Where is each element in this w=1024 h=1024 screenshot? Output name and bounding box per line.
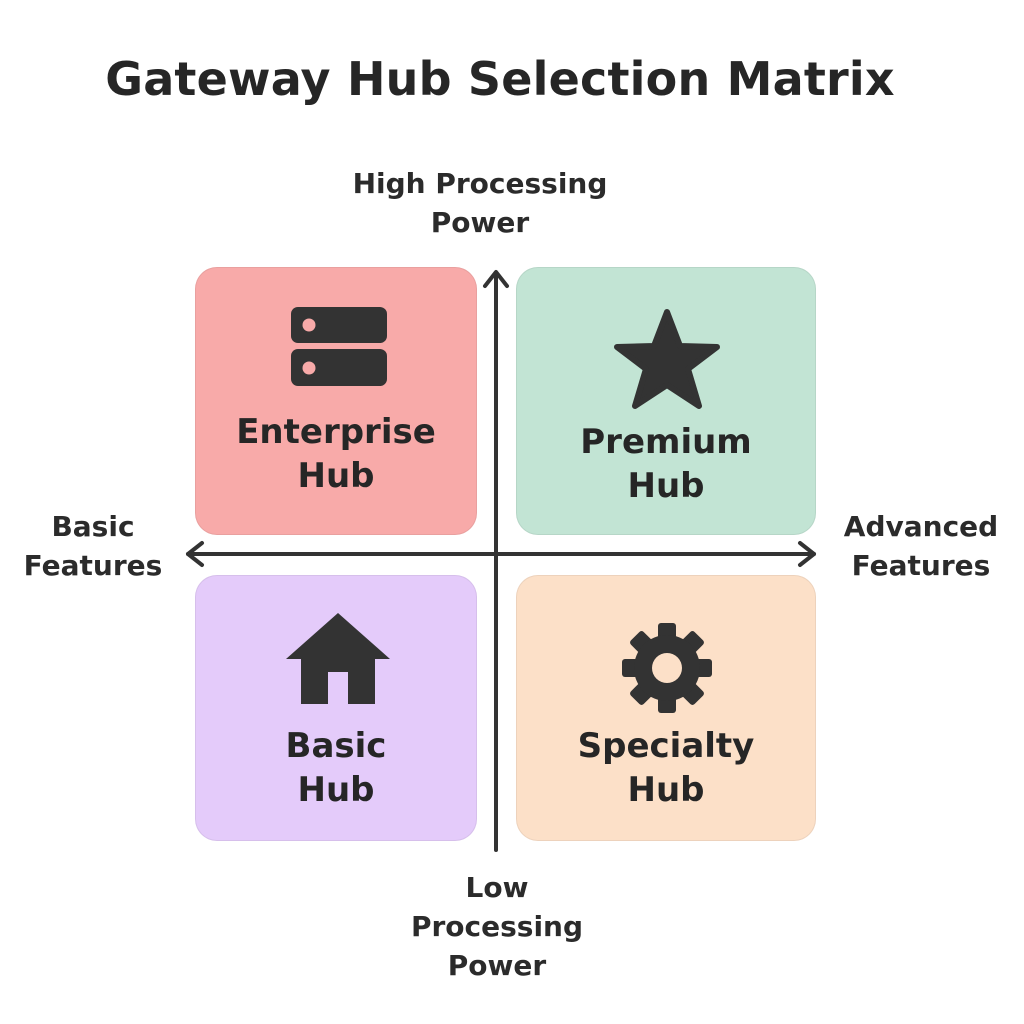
quadrant-enterprise-hub: Enterprise Hub <box>195 267 477 535</box>
x-axis-right-label: Advanced Features <box>836 507 1006 585</box>
y-axis-bottom-label-line: Low <box>465 871 529 904</box>
quadrant-label-line: Basic <box>285 726 387 766</box>
server-icon <box>291 307 387 386</box>
y-axis-top-label: High Processing Power <box>330 164 630 242</box>
diagram-title: Gateway Hub Selection Matrix <box>105 52 895 106</box>
x-axis-right-label-line: Advanced <box>843 510 999 543</box>
quadrant-label: Premium Hub <box>517 420 815 508</box>
y-axis-bottom-label: Low Processing Power <box>347 868 647 985</box>
star-icon <box>614 309 720 409</box>
quadrant-label-line: Specialty <box>577 726 755 766</box>
x-axis-left-label: Basic Features <box>10 507 176 585</box>
gear-icon <box>622 623 712 713</box>
x-axis-left-label-line: Basic <box>51 510 135 543</box>
up-arrow-icon <box>483 270 509 288</box>
y-axis-bottom-label-line: Power <box>447 949 547 982</box>
right-arrow-icon <box>798 541 816 567</box>
quadrant-label: Specialty Hub <box>517 724 815 812</box>
x-axis-left-label-line: Features <box>23 549 163 582</box>
quadrant-label-line: Hub <box>297 456 375 496</box>
left-arrow-icon <box>186 541 204 567</box>
y-axis-top-label-line: High Processing <box>352 167 608 200</box>
quadrant-label-line: Premium <box>580 422 752 462</box>
y-axis-bottom-label-line: Processing <box>410 910 584 943</box>
y-axis-top-label-line: Power <box>430 206 530 239</box>
quadrant-label-line: Hub <box>297 770 375 810</box>
quadrant-label: Enterprise Hub <box>196 410 476 498</box>
x-axis-right-label-line: Features <box>851 549 991 582</box>
house-icon <box>286 613 390 704</box>
quadrant-label-line: Enterprise <box>236 412 436 452</box>
quadrant-label-line: Hub <box>627 770 705 810</box>
quadrant-premium-hub: Premium Hub <box>516 267 816 535</box>
quadrant-specialty-hub: Specialty Hub <box>516 575 816 841</box>
quadrant-label-line: Hub <box>627 466 705 506</box>
quadrant-label: Basic Hub <box>196 724 476 812</box>
quadrant-basic-hub: Basic Hub <box>195 575 477 841</box>
